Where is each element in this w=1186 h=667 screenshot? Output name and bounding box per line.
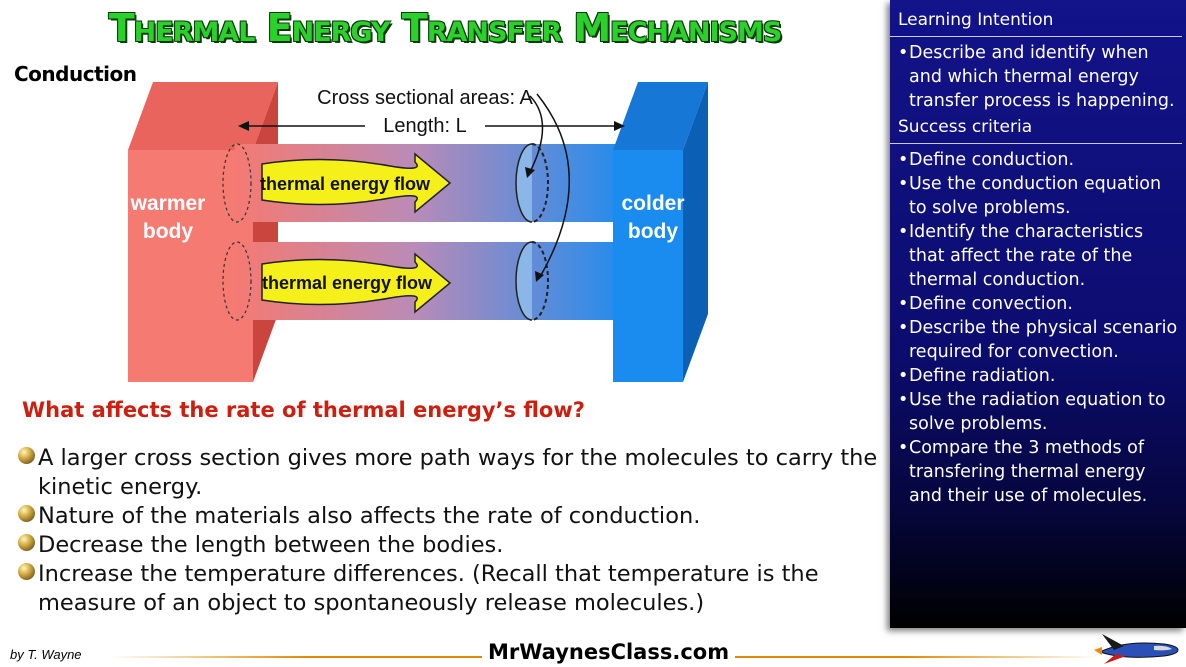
success-item-text: Define convection. [909, 294, 1073, 314]
conduction-diagram: thermal energy flow thermal energy flow … [128, 82, 708, 382]
bullet-dot-icon: • [898, 318, 909, 338]
learning-intention-heading: Learning Intention [898, 10, 1054, 30]
orb-bullet-icon [18, 505, 35, 522]
bullet-item: Nature of the materials also affects the… [18, 502, 878, 531]
bullet-dot-icon: • [898, 222, 909, 242]
rod-top-left-end [222, 143, 252, 223]
bullet-dot-icon: • [898, 174, 909, 194]
question-heading: What affects the rate of thermal energy’… [22, 398, 585, 422]
bullet-text: Increase the temperature differences. (R… [38, 561, 819, 616]
bullet-text: Decrease the length between the bodies. [38, 532, 504, 558]
success-item-text: Identify the characteristics that affect… [909, 222, 1144, 290]
bullet-dot-icon: • [898, 43, 909, 63]
author-credit: by T. Wayne [10, 647, 82, 662]
bullet-text: Nature of the materials also affects the… [38, 503, 701, 529]
success-item: •Describe the physical scenario required… [890, 316, 1186, 364]
success-item-text: Use the conduction equation to solve pro… [909, 174, 1162, 218]
warm-body-top [128, 82, 278, 150]
pointer-arrow-bottom [536, 93, 570, 278]
bullet-item: Decrease the length between the bodies. [18, 531, 878, 560]
cold-body-side [683, 82, 708, 382]
bullet-dot-icon: • [898, 150, 909, 170]
rod-bottom-left-end [222, 241, 252, 321]
success-item-text: Describe the physical scenario required … [909, 318, 1178, 362]
cross-section-top [515, 143, 533, 223]
flow-label-top: thermal energy flow [260, 174, 431, 194]
success-item: •Compare the 3 methods of transfering th… [890, 436, 1186, 508]
warm-body-front [128, 150, 253, 382]
orb-bullet-icon [18, 534, 35, 551]
orb-bullet-icon [18, 447, 35, 464]
cold-label-line1: colder [621, 192, 684, 215]
success-item: •Use the conduction equation to solve pr… [890, 172, 1186, 220]
success-item: •Use the radiation equation to solve pro… [890, 388, 1186, 436]
flow-arrow-top [261, 152, 452, 214]
orb-bullet-icon [18, 563, 35, 580]
section-label: Conduction [14, 62, 137, 86]
bullet-dot-icon: • [898, 390, 909, 410]
bullet-dot-icon: • [898, 294, 909, 314]
success-item: •Define radiation. [890, 364, 1186, 388]
success-item-text: Compare the 3 methods of transfering the… [909, 438, 1148, 506]
success-item-text: Define conduction. [909, 150, 1075, 170]
cold-label-line2: body [628, 220, 678, 243]
cold-body-front [613, 150, 683, 382]
bullet-dot-icon: • [898, 366, 909, 386]
success-item-text: Use the radiation equation to solve prob… [909, 390, 1166, 434]
success-item: •Define conduction. [890, 148, 1186, 172]
rocket-logo-icon [1094, 634, 1179, 664]
divider [890, 36, 1182, 37]
bullet-list: A larger cross section gives more path w… [18, 444, 878, 618]
success-item: •Define convection. [890, 292, 1186, 316]
bullet-dot-icon: • [898, 438, 909, 458]
cold-body-top [613, 82, 708, 150]
slide-title: Thermal Energy Transfer Mechanisms [108, 6, 783, 50]
learning-item: •Describe and identify when and which th… [890, 41, 1186, 113]
warm-label-line1: warmer [130, 192, 206, 215]
cross-section-bottom [515, 241, 533, 321]
bullet-item: Increase the temperature differences. (R… [18, 560, 878, 618]
cross-section-label: Cross sectional areas: A [317, 87, 533, 109]
success-item: •Identify the characteristics that affec… [890, 220, 1186, 292]
site-name: MrWaynesClass.com [482, 640, 736, 664]
divider [890, 143, 1182, 144]
flow-arrow-bottom [261, 252, 452, 314]
success-item-text: Define radiation. [909, 366, 1056, 386]
warm-label-line2: body [143, 220, 193, 243]
bullet-item: A larger cross section gives more path w… [18, 444, 878, 502]
learning-item-text: Describe and identify when and which the… [909, 43, 1175, 111]
success-criteria-heading: Success criteria [898, 117, 1033, 137]
flow-label-bottom: thermal energy flow [262, 273, 433, 293]
objectives-panel: Learning Intention •Describe and identif… [890, 0, 1186, 628]
pointer-arrow-top [529, 95, 544, 173]
bullet-text: A larger cross section gives more path w… [38, 445, 878, 500]
length-label: Length: L [383, 115, 466, 137]
